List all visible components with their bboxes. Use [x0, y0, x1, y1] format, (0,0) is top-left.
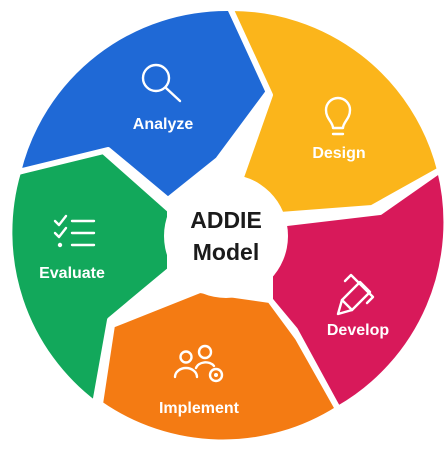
magnifier-icon [141, 63, 182, 103]
pencil-ruler-icon [336, 273, 375, 316]
segment-evaluate [6, 145, 173, 407]
segment-design [227, 4, 443, 218]
center-title-line2: Model [193, 239, 259, 265]
segment-label-evaluate: Evaluate [39, 265, 105, 282]
segment-label-analyze: Analyze [133, 116, 194, 133]
center-circle [164, 174, 288, 298]
segment-implement [97, 287, 341, 446]
segment-analyze [15, 4, 273, 203]
segment-label-implement: Implement [159, 400, 240, 417]
segment-label-develop: Develop [327, 322, 389, 339]
center-title-line1: ADDIE [190, 207, 262, 233]
team-gear-icon [173, 344, 224, 383]
segment-label-design: Design [312, 145, 365, 162]
lightbulb-icon [324, 96, 352, 136]
checklist-icon [53, 214, 96, 248]
